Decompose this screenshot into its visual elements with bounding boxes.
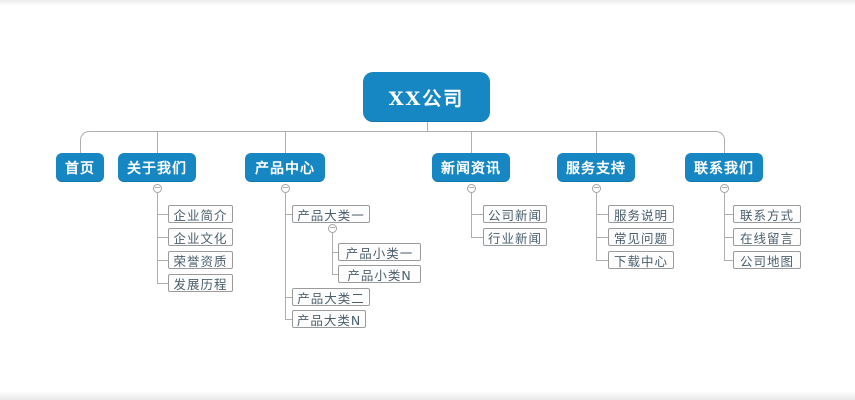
connector-drop-about (157, 131, 158, 153)
connector-subproducts-spine (332, 233, 333, 274)
connector-contact-stub (724, 214, 733, 215)
leaf-company-culture[interactable]: 企业文化 (168, 228, 233, 246)
leaf-product-sub-1[interactable]: 产品小类一 (338, 243, 421, 261)
connector-news-stub (471, 214, 483, 215)
connector-contact-stub (724, 260, 733, 261)
connector-subproducts-stub (332, 252, 338, 253)
leaf-service-info[interactable]: 服务说明 (608, 205, 674, 223)
collapse-toggle-service[interactable]: − (592, 183, 601, 193)
connector-level1-bus (80, 131, 725, 155)
connector-drop-products (285, 131, 286, 153)
leaf-product-category-1[interactable]: 产品大类一 (292, 205, 370, 223)
leaf-product-category-n[interactable]: 产品大类N (292, 310, 366, 328)
page-edge-bottom (0, 391, 855, 400)
node-products[interactable]: 产品中心 (245, 153, 325, 182)
connector-products-stub (285, 319, 292, 320)
connector-products-stub (285, 297, 292, 298)
leaf-company-map[interactable]: 公司地图 (733, 251, 801, 269)
leaf-industry-news[interactable]: 行业新闻 (483, 228, 547, 246)
leaf-honors[interactable]: 荣誉资质 (168, 251, 233, 269)
connector-about-stub (157, 237, 168, 238)
node-service[interactable]: 服务支持 (557, 153, 635, 182)
connector-news-stub (471, 237, 483, 238)
connector-news-spine (471, 193, 472, 237)
leaf-faq[interactable]: 常见问题 (608, 228, 674, 246)
connector-contact-spine (724, 193, 725, 260)
connector-about-stub (157, 260, 168, 261)
connector-contact-stub (724, 237, 733, 238)
connector-service-stub (596, 214, 608, 215)
leaf-product-sub-n[interactable]: 产品小类N (338, 265, 421, 283)
leaf-contact-info[interactable]: 联系方式 (733, 205, 801, 223)
collapse-toggle-product-cat1[interactable]: − (328, 223, 337, 233)
page-edge-top (0, 0, 855, 6)
collapse-toggle-about[interactable]: − (153, 183, 162, 193)
connector-about-stub (157, 214, 168, 215)
leaf-online-message[interactable]: 在线留言 (733, 228, 801, 246)
leaf-company-profile[interactable]: 企业简介 (168, 205, 233, 223)
node-about[interactable]: 关于我们 (118, 153, 196, 182)
connector-about-stub (157, 283, 168, 284)
connector-service-spine (596, 193, 597, 260)
connector-products-stub (285, 214, 292, 215)
node-news[interactable]: 新闻资讯 (432, 153, 510, 182)
node-company-root[interactable]: XX公司 (363, 72, 490, 122)
connector-root-drop (427, 122, 428, 131)
connector-service-stub (596, 260, 608, 261)
leaf-company-news[interactable]: 公司新闻 (483, 205, 547, 223)
collapse-toggle-news[interactable]: − (467, 183, 476, 193)
collapse-toggle-products[interactable]: − (281, 183, 290, 193)
leaf-product-category-2[interactable]: 产品大类二 (292, 288, 370, 306)
leaf-history[interactable]: 发展历程 (168, 274, 233, 292)
connector-subproducts-stub (332, 274, 338, 275)
connector-drop-service (596, 131, 597, 153)
collapse-toggle-contact[interactable]: − (720, 183, 729, 193)
connector-drop-news (471, 131, 472, 153)
connector-about-spine (157, 193, 158, 283)
leaf-download-center[interactable]: 下载中心 (608, 251, 674, 269)
connector-products-spine (285, 193, 286, 319)
connector-service-stub (596, 237, 608, 238)
node-home[interactable]: 首页 (56, 153, 104, 182)
node-contact[interactable]: 联系我们 (685, 153, 763, 182)
